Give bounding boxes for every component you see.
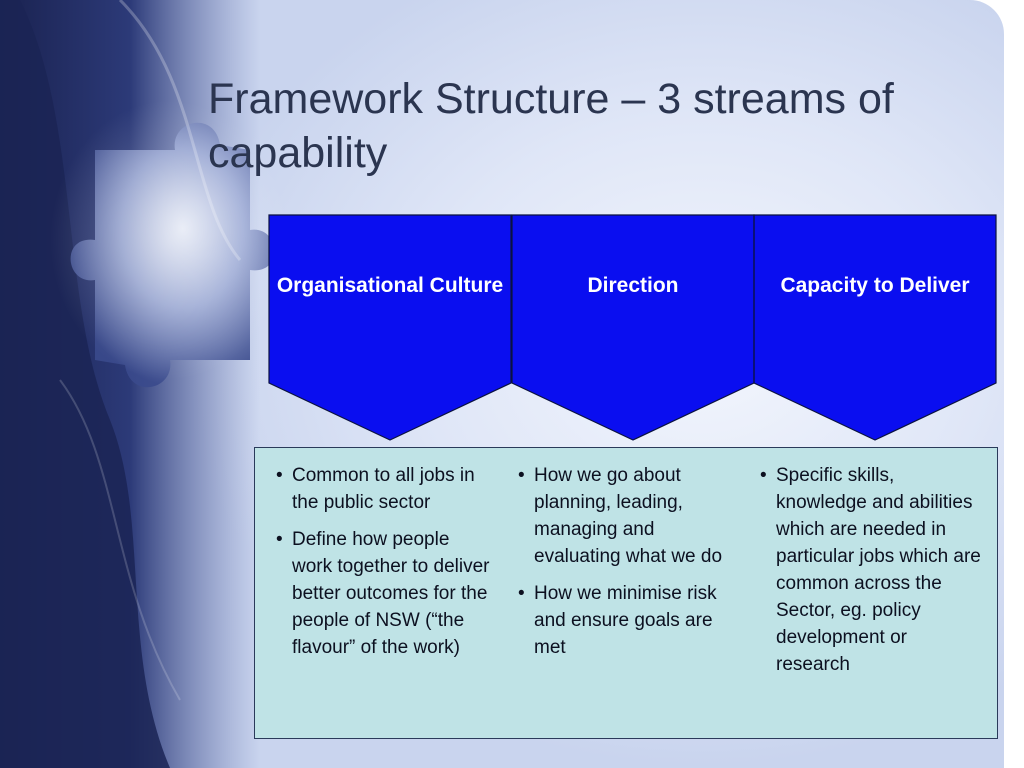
list-item: •Specific skills, knowledge and abilitie…: [756, 462, 984, 678]
column-capacity-to-deliver: •Specific skills, knowledge and abilitie…: [756, 462, 984, 688]
bullet-icon: •: [276, 529, 283, 550]
list-item: •Define how people work together to deli…: [272, 526, 494, 661]
stream-header-outlines: [268, 214, 997, 441]
page-title: Framework Structure – 3 streams of capab…: [208, 75, 894, 177]
bullet-icon: •: [518, 583, 525, 604]
column-organisational-culture: •Common to all jobs in the public sector…: [272, 462, 494, 671]
bullet-icon: •: [276, 465, 283, 486]
list-item: •How we go about planning, leading, mana…: [514, 462, 740, 570]
content-box: [254, 447, 998, 739]
stream-title-direction: Direction: [587, 274, 679, 297]
list-item: •Common to all jobs in the public sector: [272, 462, 494, 516]
bullet-icon: •: [518, 465, 525, 486]
column-direction: •How we go about planning, leading, mana…: [514, 462, 740, 671]
list-item: •How we minimise risk and ensure goals a…: [514, 580, 740, 661]
bullet-icon: •: [760, 465, 767, 486]
stream-title-organisational-culture: Organisational Culture: [276, 274, 504, 297]
stream-title-capacity-to-deliver: Capacity to Deliver: [780, 274, 970, 297]
